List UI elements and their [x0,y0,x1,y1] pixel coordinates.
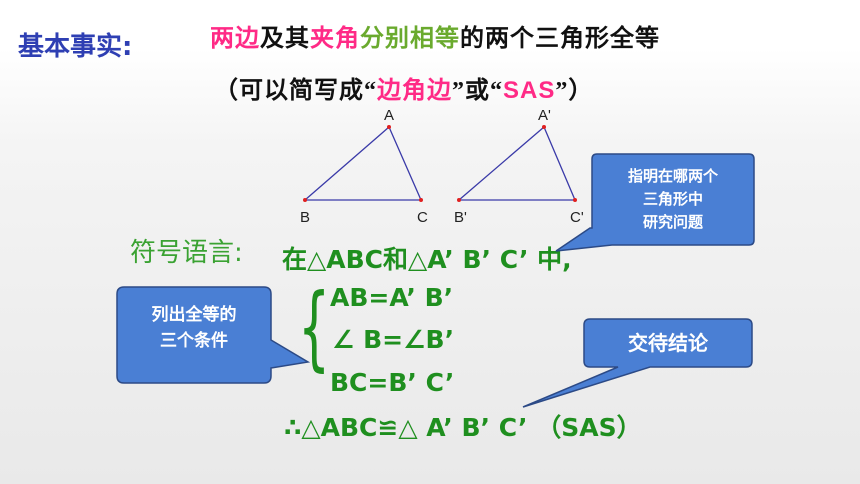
triangle-abc: A B C [300,107,428,226]
callout-list-line-2: 三个条件 [160,330,228,351]
quote-right-2: ” [555,78,569,104]
vertex-b-prime-label: B' [454,209,467,226]
condition-side-ab: AB=A’ B’ [330,283,454,312]
vertex-c-dot [419,198,423,202]
vertex-a-prime-dot [542,125,546,129]
condition-side-bc: BC=B’ C’ [330,368,455,397]
triangle-abc-prime: A' B' C' [454,107,584,226]
callout-identify-shape [555,153,755,252]
callout-list: 列出全等的 三个条件 [116,286,311,384]
statement-part-conclusion: 的两个三角形全等 [460,24,660,52]
vertex-a-label: A [384,107,394,124]
proof-conclusion: ∴△ABC≌△ A’ B’ C’ （SAS） [284,413,642,442]
callout-identify: 指明在哪两个 三角形中 研究问题 [555,153,755,252]
callout-list-line-1: 列出全等的 [152,304,237,325]
vertex-c-prime-label: C' [570,209,584,226]
vertex-b-dot [303,198,307,202]
quote-left-2: “ [490,78,503,104]
statement-part-and: 及其 [260,24,310,52]
brace-symbol: { [298,274,331,381]
abbrev-mid: 或 [465,76,490,104]
abbrev-word-2: SAS [503,77,556,104]
vertex-a-dot [387,125,391,129]
vertex-c-label: C [417,209,428,226]
vertex-a-prime-label: A' [538,107,551,124]
vertex-c-prime-dot [573,198,577,202]
callout-identify-line-3: 研究问题 [643,213,704,231]
statement-part-angle: 夹角 [310,24,360,52]
vertex-b-prime-dot [457,198,461,202]
callout-conclude: 交待结论 [522,318,753,408]
symbolic-language-label: 符号语言: [130,238,243,268]
callout-identify-line-2: 三角形中 [643,190,703,208]
quote-left: “ [364,78,377,104]
theorem-statement: 两边及其夹角分别相等的两个三角形全等 [210,18,660,53]
abbrev-close: ） [568,76,594,104]
statement-part-equal: 分别相等 [360,24,460,52]
statement-part-sides: 两边 [210,24,260,52]
quote-right: ” [452,78,465,104]
triangle-abc-prime-edges [457,125,576,201]
callout-list-shape [116,286,311,384]
abbrev-open: （可以简写成 [214,76,364,104]
callout-conclude-text: 交待结论 [628,331,709,355]
abbreviation-line: （可以简写成“边角边”或“SAS”） [214,70,593,105]
triangle-abc-edges [303,125,422,201]
condition-angle-b: ∠ B=∠B’ [332,325,455,354]
proof-intro: 在△ABC和△A’ B’ C’ 中, [282,245,572,274]
callout-conclude-shape [522,318,753,408]
vertex-b-label: B [300,209,310,226]
heading-label: 基本事实: [18,32,133,62]
callout-identify-line-1: 指明在哪两个 [628,167,719,185]
abbrev-word-1: 边角边 [377,76,452,104]
